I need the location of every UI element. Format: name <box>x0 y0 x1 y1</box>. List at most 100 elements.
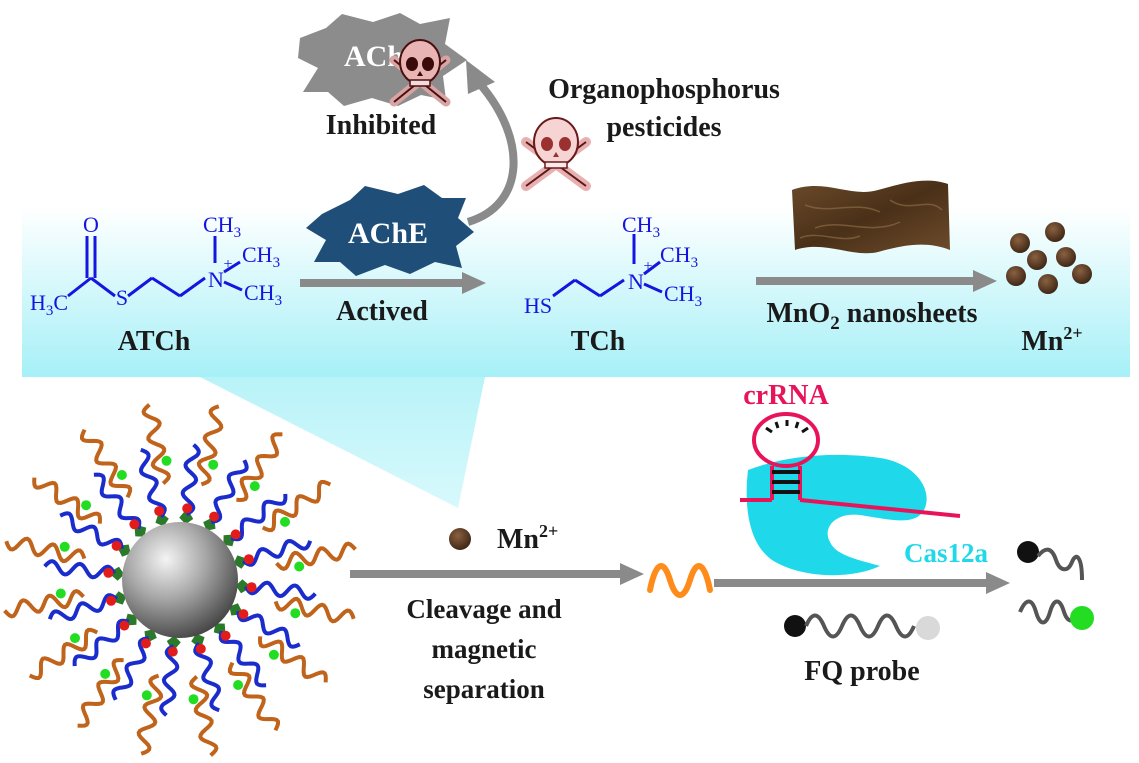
cleaved-fragment-2 <box>1018 599 1080 625</box>
tch-label: TCh <box>571 326 626 357</box>
dna-green-dot <box>233 680 244 690</box>
dna-strand-blue <box>218 630 267 688</box>
dna-strand-orange <box>227 661 280 732</box>
dna-strand-orange <box>273 596 356 624</box>
magnetic-bead <box>122 522 238 638</box>
dna-red-dot <box>182 503 193 514</box>
atch-charge: + <box>223 256 232 273</box>
dna-strand-blue <box>236 610 301 649</box>
tch-methyl-top: CH3 <box>622 212 660 241</box>
dna-green-dot <box>249 481 260 492</box>
dna-strand-orange <box>28 627 99 680</box>
dna-green-dot <box>70 633 80 644</box>
inhibited-label: Inhibited <box>326 110 437 141</box>
dna-strand-orange <box>261 480 332 533</box>
dna-red-dot <box>243 554 254 565</box>
tch-nitrogen: N <box>628 269 644 294</box>
dna-strand-orange <box>80 428 133 499</box>
dna-strand-orange <box>4 536 87 564</box>
linker-shape <box>108 566 125 581</box>
atch-label: ATCh <box>118 326 191 357</box>
nanosheet-arrow-head <box>973 270 997 292</box>
linker-shape <box>179 508 194 525</box>
dna-red-dot <box>140 638 151 649</box>
cleaved-fluorophore-dot <box>1017 541 1039 563</box>
cas12a-label: Cas12a <box>904 538 989 568</box>
inhibition-arrow-head <box>466 60 495 94</box>
dna-strand-orange <box>196 404 224 487</box>
cas12a-arrow-head <box>986 572 1010 594</box>
dna-green-dot <box>188 694 199 705</box>
activated-label: Actived <box>336 296 428 327</box>
atch-oxygen: O <box>83 212 99 237</box>
dna-green-dot <box>290 608 301 619</box>
dna-strand-orange <box>275 541 357 572</box>
dna-green-dot <box>55 588 66 599</box>
tch-structure <box>552 234 663 298</box>
dna-strand-orange <box>136 673 164 756</box>
dna-red-dot <box>195 643 206 654</box>
linker-shape <box>166 635 181 652</box>
dna-strand-orange <box>257 636 328 683</box>
dna-strand-orange <box>236 432 283 503</box>
probe-fluorophore-dot <box>784 615 806 637</box>
dna-red-dot <box>106 595 117 606</box>
step-label-line2: magnetic <box>432 634 537 664</box>
probe-strand <box>804 613 916 639</box>
atch-methyl-low: CH3 <box>244 280 282 309</box>
dna-red-dot <box>167 646 178 657</box>
pesticide-label-line1: Organophosphorus <box>548 74 780 105</box>
dna-strand-blue <box>93 472 142 530</box>
dna-green-dot <box>81 500 92 511</box>
tch-hs: HS <box>524 293 552 318</box>
ache-active-label: AChE <box>348 217 428 250</box>
dna-red-dot <box>154 506 165 517</box>
dna-strand-blue <box>111 636 150 701</box>
dna-red-dot <box>220 630 231 641</box>
mn-ion-cluster <box>1006 222 1092 294</box>
atch-methyl-top: CH3 <box>203 212 241 241</box>
dna-strand-blue <box>242 538 313 567</box>
dna-strand-blue <box>43 559 116 580</box>
probe-quencher-dot <box>916 616 940 640</box>
dna-green-dot <box>161 455 172 466</box>
dna-strand-blue <box>59 511 124 550</box>
dna-strand-blue <box>210 459 249 524</box>
released-dna-fragment <box>647 563 713 598</box>
pesticide-skull-icon <box>521 117 591 191</box>
dna-red-dot <box>103 567 114 578</box>
dna-green-dot <box>59 541 70 552</box>
atch-structure <box>67 236 243 298</box>
mn-ion-label-top: Mn2+ <box>1021 323 1082 357</box>
step-label-line3: separation <box>423 674 545 704</box>
dna-red-dot <box>238 609 249 620</box>
nanosheet-label: MnO2 nanosheets <box>767 298 978 334</box>
dna-strand-blue <box>230 493 288 542</box>
dna-red-dot <box>209 511 220 522</box>
tch-methyl-low: CH3 <box>664 281 702 310</box>
crrna-label: crRNA <box>743 380 829 411</box>
atch-sulfur: S <box>116 285 128 310</box>
dna-green-dot <box>268 649 279 660</box>
dna-strand-blue <box>193 642 222 713</box>
mn-ion-label-bottom: Mn2+ <box>497 521 558 555</box>
dna-green-dot <box>294 561 305 572</box>
dna-strand-orange <box>32 477 103 524</box>
dna-strand-orange <box>77 657 124 728</box>
atch-h3c: H3C <box>30 290 68 319</box>
dna-strands <box>3 403 357 757</box>
tch-charge: + <box>643 258 652 275</box>
activation-arrow-head <box>462 272 486 294</box>
linker-shape <box>235 579 252 594</box>
pesticide-label-line2: pesticides <box>606 112 721 143</box>
dna-strand-orange <box>3 588 85 619</box>
cleaved-quencher-dot <box>1070 606 1094 630</box>
dna-green-dot <box>280 516 290 527</box>
inhibition-arrow <box>466 81 518 226</box>
dna-red-dot <box>230 529 241 540</box>
atch-nitrogen: N <box>208 267 224 292</box>
zoom-wedge <box>200 377 485 508</box>
cas12a-protein <box>746 454 927 576</box>
